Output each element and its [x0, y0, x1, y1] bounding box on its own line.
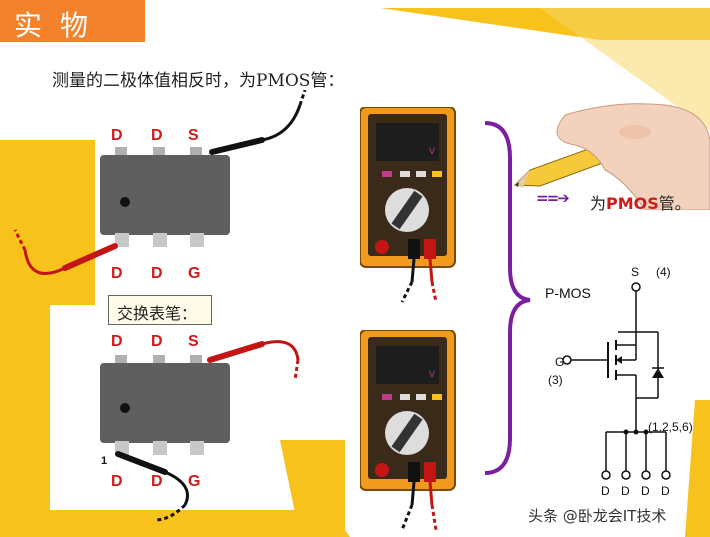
subtitle: 测量的二极体值相反时，为PMOS管： — [52, 71, 345, 91]
chip-bottom-pin-label: D — [151, 333, 163, 350]
schematic-drain-numbers: (1,2,5,6) — [648, 420, 693, 434]
chip-bottom-pin-label: D — [111, 333, 123, 350]
top-probes — [13, 90, 307, 276]
result-highlight: PMOS — [606, 194, 659, 213]
multimeter-bottom — [360, 330, 456, 531]
chip-top-pin-label: D — [111, 265, 123, 282]
right-yellow-strip — [685, 400, 710, 537]
chip-top-pin-label: D — [151, 265, 163, 282]
bottom-yellow-band — [50, 510, 350, 537]
schematic-title: P-MOS — [545, 285, 591, 301]
schematic-gate-label: G — [555, 355, 565, 369]
chip-top: D D S D D G — [95, 125, 245, 285]
result-prefix: 为 — [590, 194, 607, 213]
schematic-drain-label: D — [601, 484, 610, 498]
swap-probes-label: 交换表笔： — [108, 295, 212, 325]
chip-top-pin-label: S — [188, 127, 199, 144]
multimeter-top-unit: V — [429, 146, 436, 156]
schematic-source-label: S — [631, 265, 640, 279]
hand-pencil-image — [513, 103, 710, 210]
chip-bottom-pin1-label: 1 — [101, 455, 108, 467]
brace-shape — [484, 121, 531, 475]
chip-top-pin-label: D — [151, 127, 163, 144]
chip-bottom-pin-label: D — [111, 473, 123, 490]
left-yellow-lower — [0, 305, 50, 537]
result-suffix: 管。 — [658, 194, 691, 213]
chip-top-pin-label: G — [188, 265, 201, 282]
chip-top-body — [100, 147, 230, 247]
schematic-source-number: (4) — [656, 265, 671, 279]
chip-top-pin-label: D — [111, 127, 123, 144]
page-title: 实物 — [14, 9, 107, 42]
bottom-probes — [115, 340, 300, 522]
chip-bottom-pin-label: G — [188, 473, 201, 490]
multimeter-top — [360, 107, 456, 303]
schematic-drain-label: D — [661, 484, 670, 498]
multimeter-bottom-unit: V — [429, 369, 436, 379]
watermark: 头条 @卧龙会IT技术 — [528, 507, 667, 525]
schematic-drain-label: D — [621, 484, 630, 498]
schematic-gate-number: (3) — [548, 373, 563, 387]
title-box — [0, 0, 145, 42]
result-text: 为PMOS管。 — [590, 190, 691, 214]
chip-bottom-pin-label: S — [188, 333, 199, 350]
pmos-schematic — [562, 282, 671, 480]
result-arrow: ==➔ — [536, 189, 570, 207]
chip-bottom-pin-label: D — [151, 473, 163, 490]
bottom-mid-yellow — [280, 440, 345, 537]
top-right-yellow-light — [540, 8, 710, 130]
schematic-drain-label: D — [641, 484, 650, 498]
